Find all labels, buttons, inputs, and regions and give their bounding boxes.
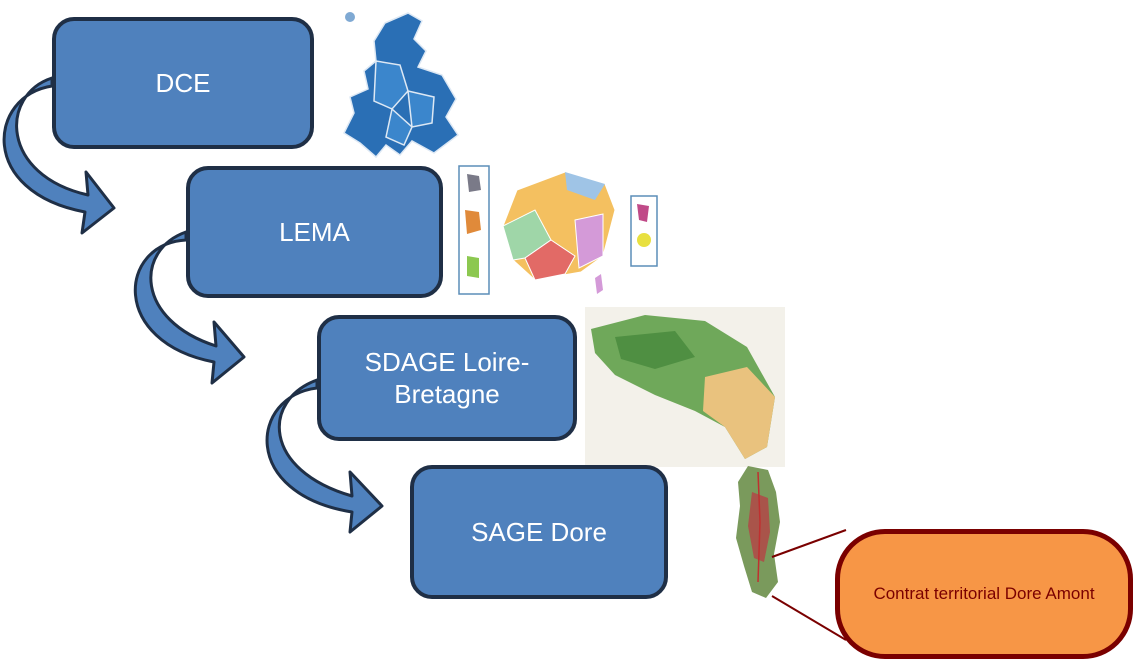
step-lema-label: LEMA — [279, 216, 350, 247]
europe-map — [343, 12, 460, 159]
step-sage-dore: SAGE Dore — [410, 465, 668, 599]
france-basins-map — [458, 165, 658, 295]
step-dce-label: DCE — [155, 67, 211, 98]
contrat-territorial-label: Contrat territorial Dore Amont — [873, 584, 1095, 604]
dore-basin-map — [736, 466, 780, 598]
step-sage-dore-label: SAGE Dore — [471, 516, 607, 547]
arrow-lema-to-sdage — [133, 230, 246, 385]
step-sdage-label: SDAGE Loire-Bretagne — [364, 346, 530, 410]
step-sdage-loire-bretagne: SDAGE Loire-Bretagne — [317, 315, 577, 441]
arrow-sdage-to-sage — [265, 378, 384, 534]
contrat-territorial-box: Contrat territorial Dore Amont — [835, 529, 1133, 659]
loire-bretagne-map — [585, 307, 785, 467]
step-lema: LEMA — [186, 166, 443, 298]
step-dce: DCE — [52, 17, 314, 149]
arrow-dce-to-lema — [2, 76, 116, 235]
